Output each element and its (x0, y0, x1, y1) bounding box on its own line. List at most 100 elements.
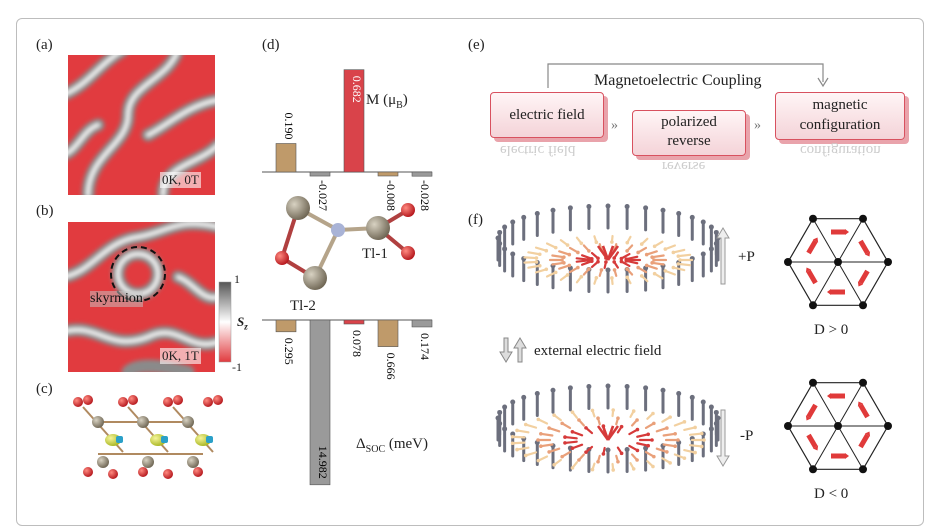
spin-arrow-head (700, 251, 706, 257)
spin-arrow-head (502, 404, 508, 410)
atom-label-tl1: Tl-1 (362, 246, 388, 262)
spin-arrow-head (635, 448, 640, 453)
spin-arrow-head (610, 240, 614, 244)
skyrmion-spin-ring-bottom (495, 383, 721, 474)
spin-arrow-head (689, 394, 695, 400)
hex-spoke (837, 261, 864, 306)
spin-arrow-head (652, 421, 656, 426)
colorbar-max: 1 (234, 272, 240, 286)
spin-arrow-head (565, 243, 570, 247)
spin-arrow-head (601, 452, 606, 456)
spin-arrow-head (534, 260, 539, 264)
spin-arrow-head (510, 251, 516, 257)
hex-vertex (884, 422, 892, 430)
bar-soc-2 (343, 319, 365, 325)
spin-arrow-head (537, 252, 542, 257)
spin-arrow-head (616, 459, 620, 464)
spin-arrow (515, 446, 530, 451)
spin-arrow-head (605, 203, 611, 209)
bar-m-label-3: -0.008 (384, 180, 398, 211)
hex-spoke (812, 382, 839, 427)
chevron-icon: » (611, 118, 618, 133)
spin-arrow-head (550, 207, 556, 213)
bar-m-2 (343, 69, 365, 173)
spin-arrow-head (594, 240, 599, 245)
chart-m-title: M (μB) (366, 92, 408, 111)
spin-arrow-head (639, 274, 644, 278)
spin-arrow-head (586, 383, 592, 389)
spin-arrow (662, 443, 677, 448)
spin-arrow-head (619, 259, 624, 264)
dmi-vector-head (845, 453, 849, 459)
spin-arrow-head (553, 245, 558, 250)
hex-vertex (784, 422, 792, 430)
spin-arrow (651, 254, 665, 259)
spin-arrow-head (663, 247, 668, 251)
box3-line2: configuration (799, 117, 881, 133)
spin-arrow-head (682, 420, 687, 424)
spin-arrow-head (560, 421, 564, 426)
spin-arrow (606, 245, 615, 261)
spin-arrow-head (619, 451, 624, 456)
spin-arrow-head (713, 229, 719, 235)
spin-arrow-head (605, 447, 611, 453)
spin-arrow-head (700, 399, 706, 405)
hex-spoke (837, 218, 864, 263)
bar-soc-label-4: 0.174 (418, 333, 432, 360)
spin-arrow-head (619, 256, 624, 261)
spin-arrow (539, 443, 554, 448)
spin-arrow-head (577, 458, 581, 462)
chart-soc-title: ΔSOC (meV) (356, 436, 429, 455)
bar-m-label-4: -0.028 (418, 180, 432, 211)
spin-arrow-head (673, 432, 677, 436)
panel-c-label: (c) (36, 381, 53, 397)
spin-arrow-head (567, 205, 573, 211)
electric-field-box: electric field (490, 92, 604, 138)
spin-arrow (625, 255, 639, 261)
hex-vertex (859, 301, 867, 310)
o-atom (401, 203, 415, 217)
bar-soc-1 (309, 319, 331, 486)
spin-arrow-head (534, 390, 540, 396)
external-field-label: external electric field (534, 343, 662, 359)
bar-m-label-1: -0.027 (316, 180, 330, 211)
spin-arrow-head (562, 261, 566, 265)
figure-frame (16, 18, 924, 526)
spin-arrow-head (552, 463, 556, 467)
spin-arrow-head (560, 454, 564, 459)
bar-soc-0 (275, 319, 297, 333)
spin-arrow-head (631, 467, 636, 471)
spin-arrow-head (700, 219, 706, 225)
spin-arrow-head (652, 454, 656, 459)
spin-arrow-head (567, 263, 572, 268)
spin-arrow-head (510, 441, 515, 446)
spin-arrow-head (565, 273, 570, 277)
colorbar (218, 281, 232, 363)
spin-arrow-head (570, 410, 575, 414)
spin-arrow (563, 440, 578, 445)
spin-arrow-head (660, 207, 666, 213)
crystal-structure (73, 395, 223, 479)
spin-arrow-head (699, 431, 704, 436)
dmi-vector-head (812, 237, 819, 243)
spin-arrow-head (616, 416, 620, 421)
panel-b-label: (b) (36, 203, 54, 219)
dmi-vector (806, 433, 818, 449)
spin-arrow-head (624, 383, 630, 389)
spin-arrow-head (650, 261, 654, 265)
hex-spoke (837, 382, 864, 427)
hex-vertex (809, 214, 817, 223)
spin-arrow-head (676, 210, 682, 216)
spin-arrow-head (665, 426, 669, 430)
tl-atom (286, 196, 310, 220)
spin-arrow-head (550, 387, 556, 393)
spin-arrow (636, 433, 650, 438)
dmi-vector-head (805, 267, 812, 273)
o-atom (275, 251, 289, 265)
hex-spoke (837, 425, 864, 470)
spin-arrow-head (521, 394, 527, 400)
bar-m-1 (309, 171, 331, 177)
box2-line1: polarized (661, 114, 717, 130)
spin-arrow-head (625, 275, 630, 280)
spin-arrow-head (646, 443, 650, 448)
